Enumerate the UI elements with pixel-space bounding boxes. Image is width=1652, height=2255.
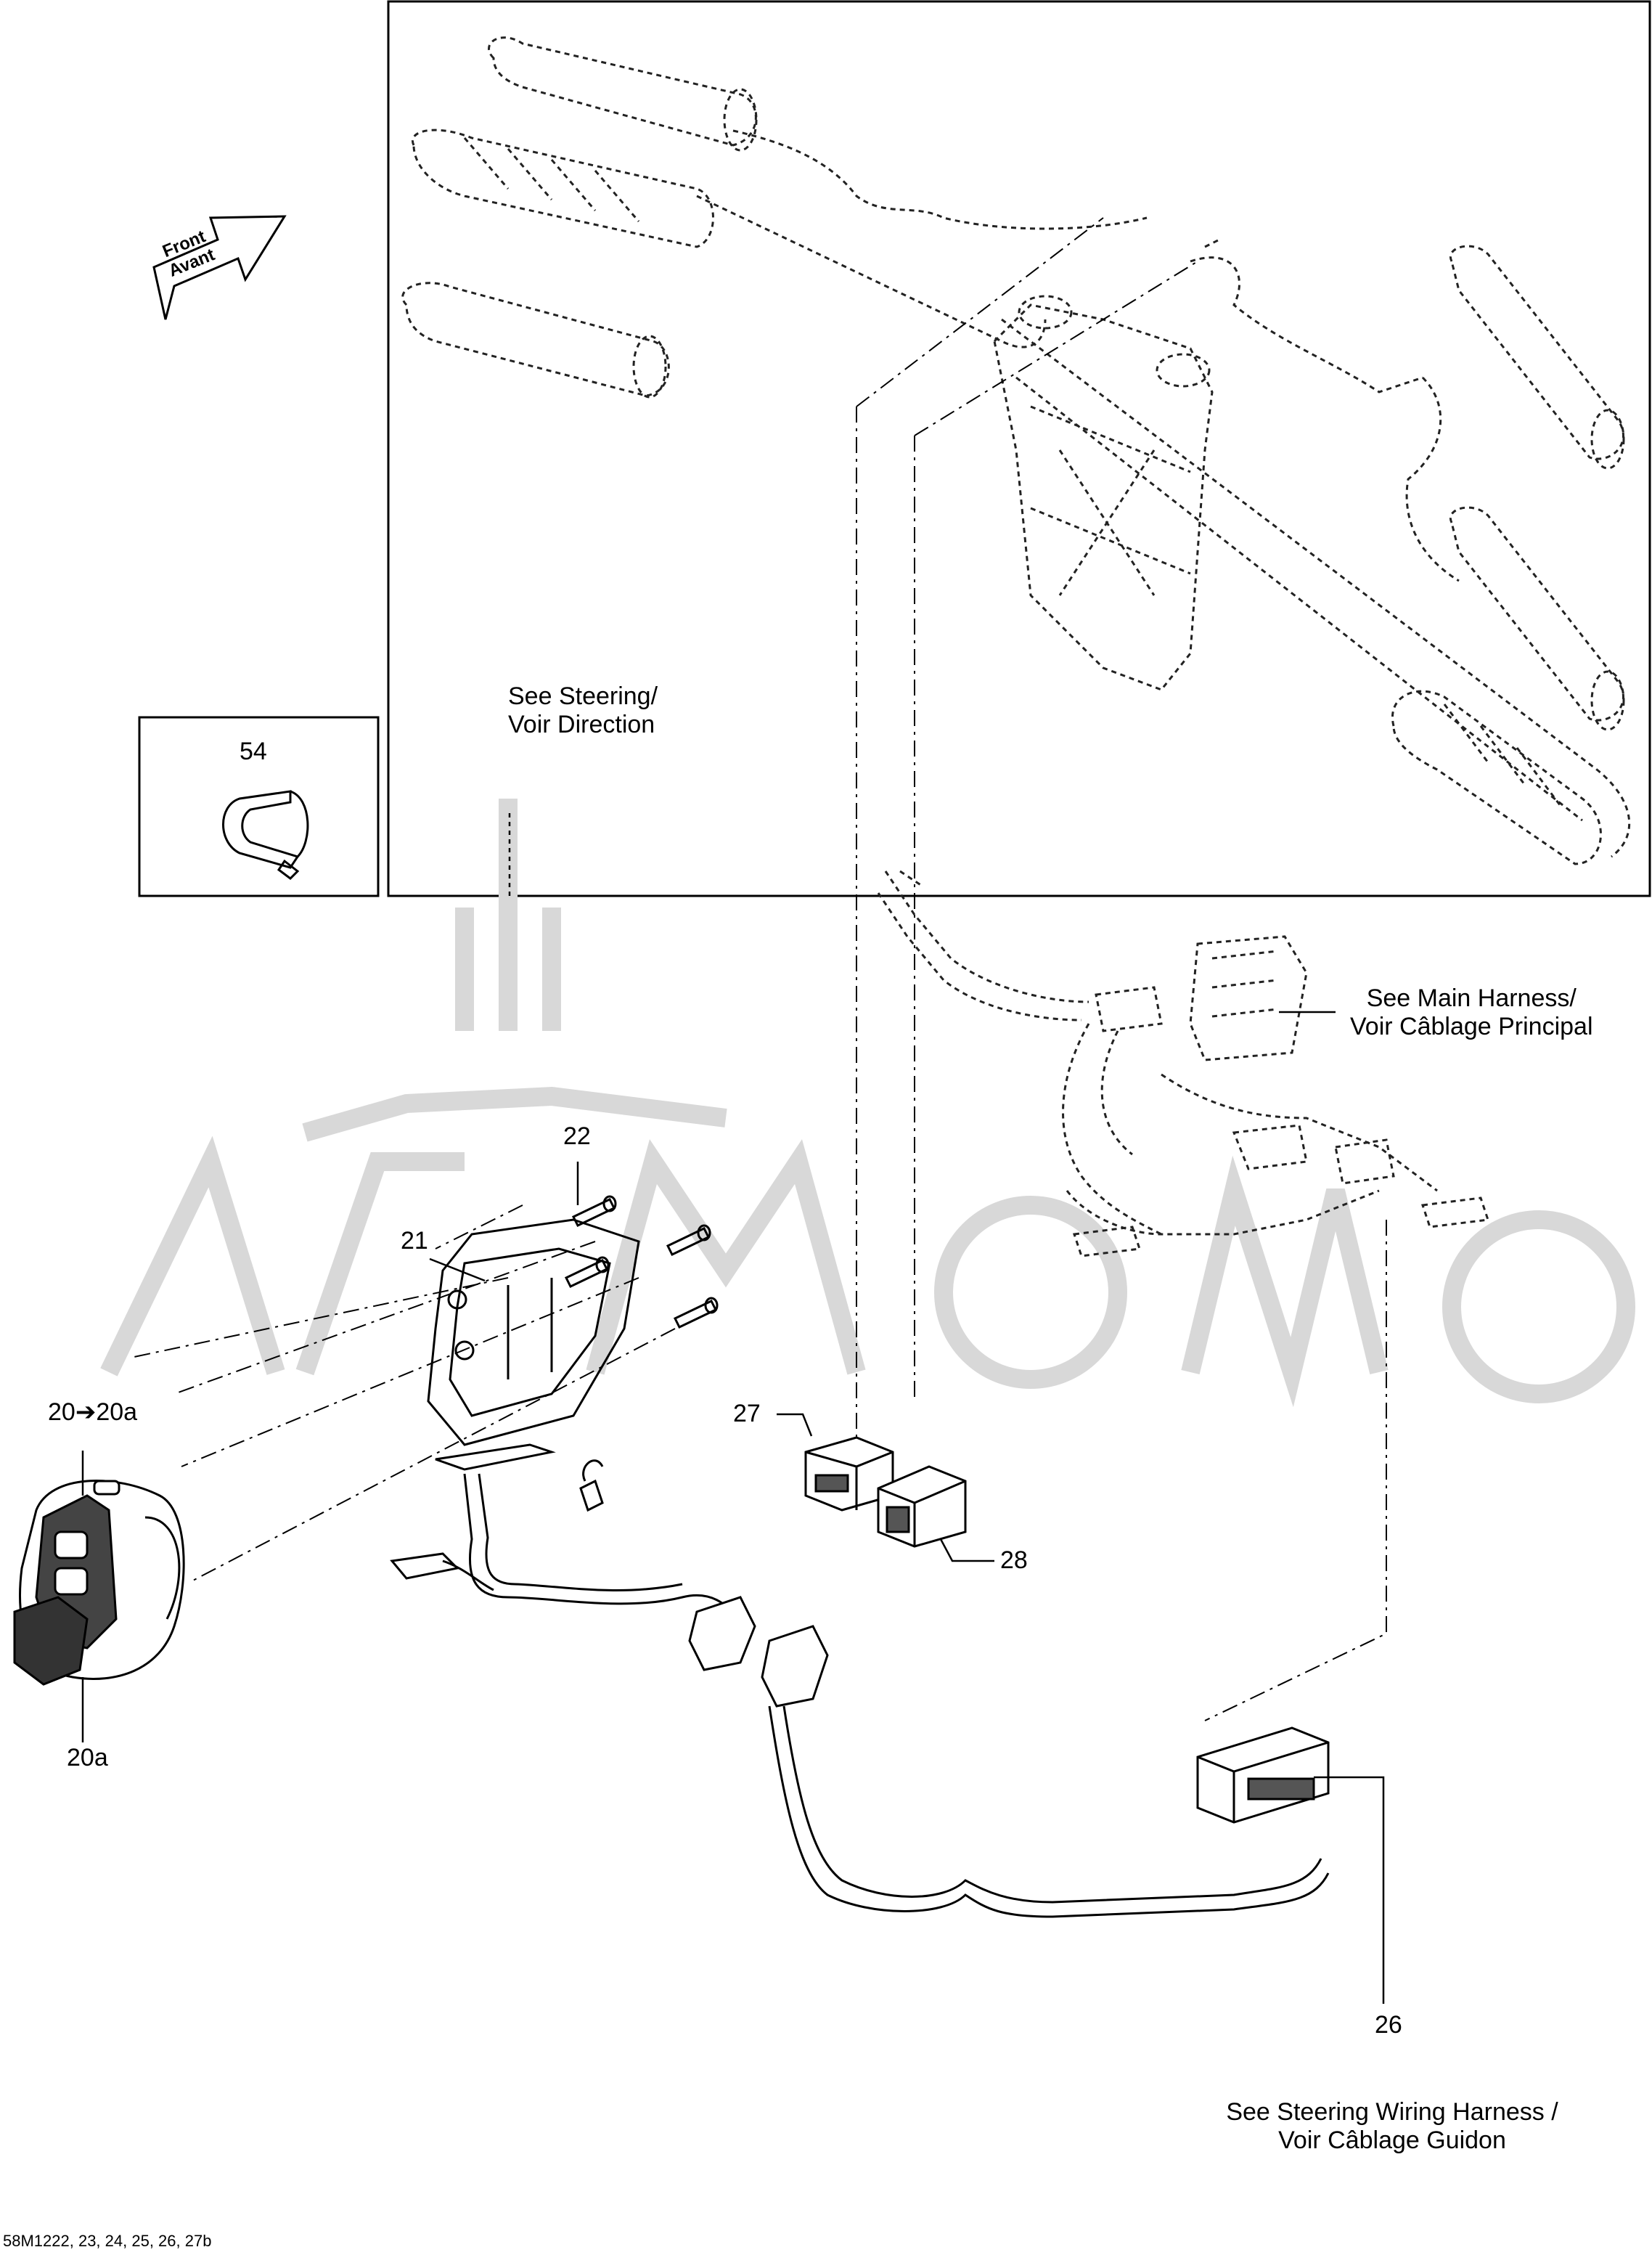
- callout-20: 20: [48, 1398, 75, 1426]
- callout-20-to-20a: 20➔20a: [48, 1398, 137, 1427]
- note-steering-en: See Steering/: [508, 682, 658, 710]
- callout-20a: 20a: [67, 1744, 108, 1771]
- switch-part-20: [13, 1480, 185, 1686]
- connector-part-28: [877, 1465, 967, 1548]
- callout-26: 26: [1375, 2011, 1402, 2039]
- callout-28: 28: [1000, 1546, 1028, 1574]
- watermark-logo: [100, 799, 1635, 1408]
- main-harness: [877, 870, 1490, 1257]
- housing-part-21: [427, 1218, 640, 1512]
- steering-frame: [387, 0, 1651, 897]
- front-arrow-icon: [152, 215, 287, 320]
- callout-leaders: [81, 813, 1385, 2004]
- callout-21: 21: [401, 1227, 428, 1255]
- callout-27: 27: [733, 1400, 761, 1427]
- item-54-frame: [138, 716, 380, 897]
- callout-54: 54: [240, 738, 267, 765]
- note-main-harness-en: See Main Harness/: [1366, 984, 1577, 1012]
- note-steering-wiring: See Steering Wiring Harness / Voir Câbla…: [1211, 2098, 1574, 2155]
- callout-20a-sub: 20a: [96, 1398, 138, 1426]
- harness-part-26: [390, 1443, 1330, 1918]
- note-steering-fr: Voir Direction: [508, 711, 655, 739]
- arrow-right-icon: ➔: [75, 1398, 97, 1427]
- note-steering: See Steering/ Voir Direction: [508, 682, 658, 739]
- note-steering-wiring-en: See Steering Wiring Harness /: [1226, 2098, 1558, 2126]
- screws-part-22: [564, 1195, 719, 1329]
- steering-assembly: [401, 36, 1631, 865]
- note-main-harness: See Main Harness/ Voir Câblage Principal: [1350, 984, 1593, 1041]
- clip-part-54: [222, 790, 309, 880]
- note-main-harness-fr: Voir Câblage Principal: [1350, 1013, 1593, 1041]
- drawing-code: 58M1222, 23, 24, 25, 26, 27b: [3, 2232, 212, 2250]
- callout-22: 22: [563, 1122, 591, 1150]
- leader-lines-dashed: [130, 217, 1387, 1721]
- note-steering-wiring-fr: Voir Câblage Guidon: [1278, 2126, 1506, 2155]
